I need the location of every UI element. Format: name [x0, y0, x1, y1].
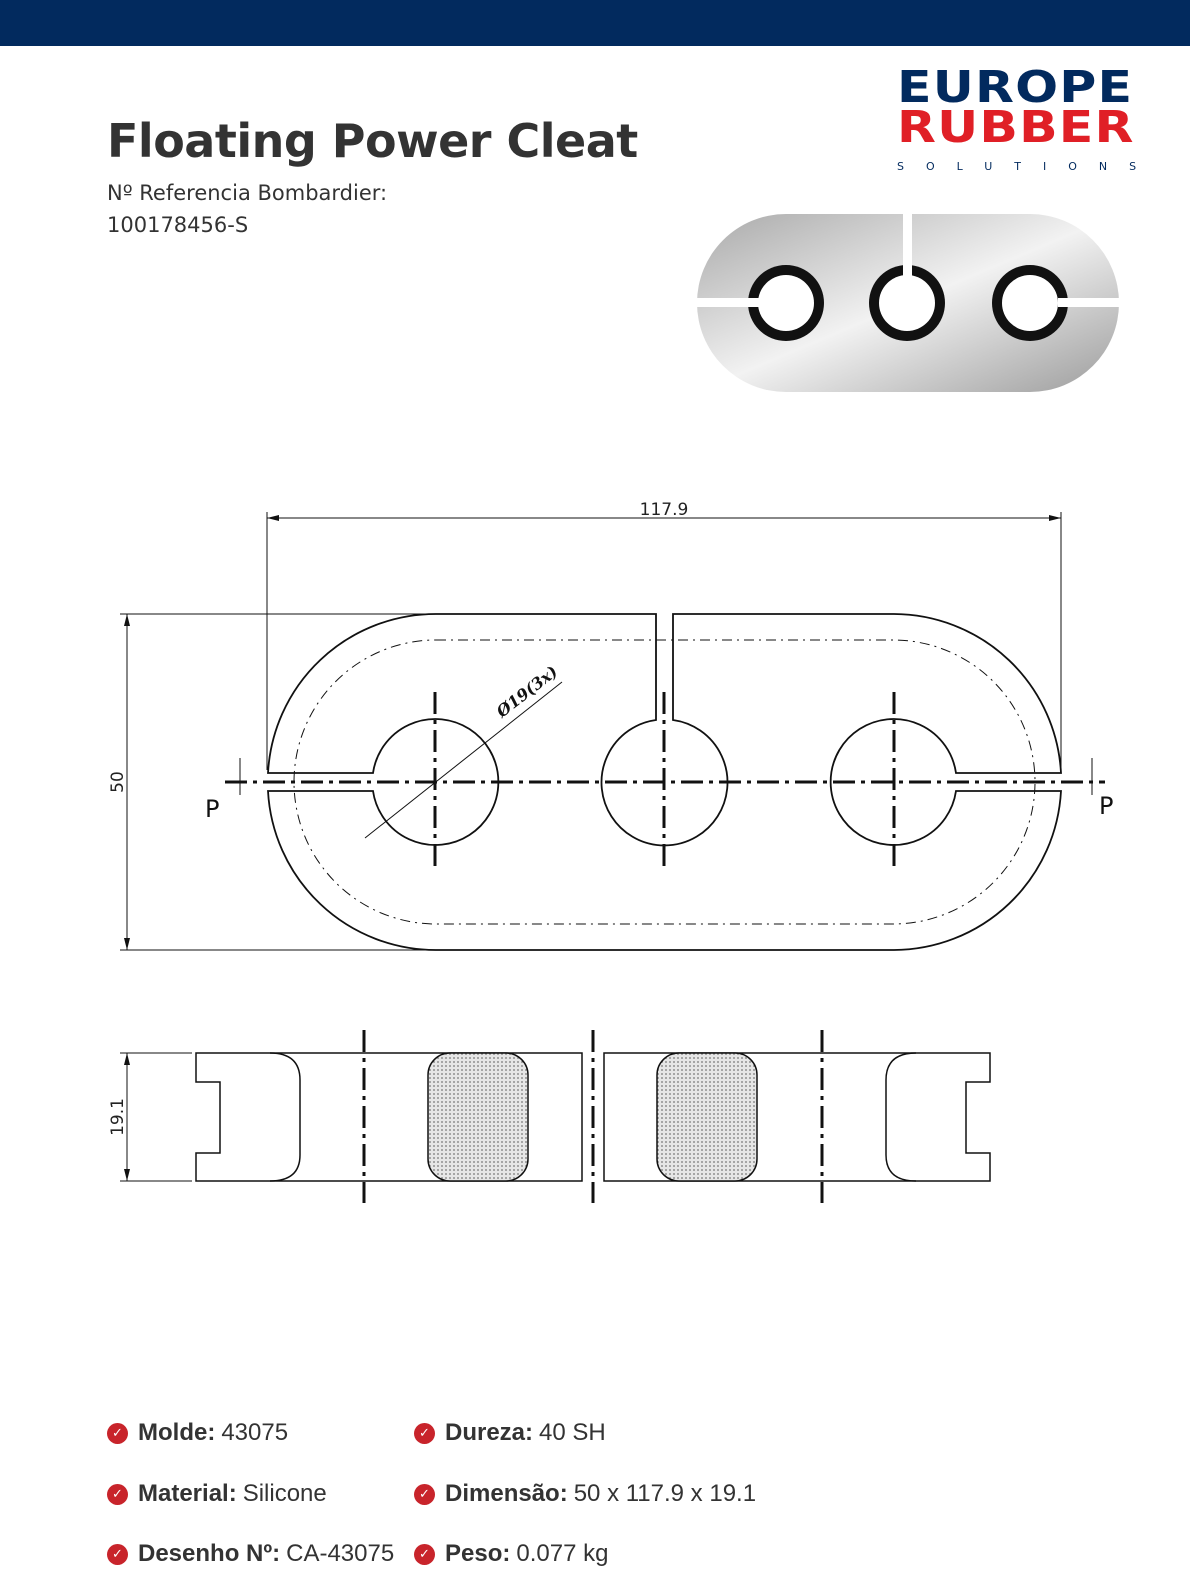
reference: Nº Referencia Bombardier: 100178456-S [107, 177, 387, 241]
spec-peso: ✓ Peso:0.077 kg [414, 1540, 608, 1568]
spec-value: 50 x 117.9 x 19.1 [573, 1480, 757, 1507]
spec-value: 40 SH [539, 1419, 606, 1446]
spec-label: Desenho Nº: [138, 1540, 281, 1567]
spec-value: 43075 [221, 1419, 289, 1446]
check-icon: ✓ [107, 1483, 128, 1505]
check-icon: ✓ [107, 1422, 128, 1444]
hole-dimension: Ø19(3x) [492, 662, 561, 722]
spec-label: Material: [138, 1480, 237, 1507]
spec-label: Molde: [138, 1419, 216, 1446]
logo-line2: RUBBER [897, 102, 1135, 153]
spec-label: Peso: [445, 1540, 511, 1567]
spec-value: 0.077 kg [516, 1540, 609, 1567]
check-icon: ✓ [414, 1483, 435, 1505]
reference-label: Nº Referencia Bombardier: [107, 181, 388, 205]
section-label-right: P [1099, 792, 1113, 820]
spec-desenho: ✓ Desenho Nº:CA-43075 [107, 1540, 394, 1568]
thickness-dimension: 19.1 [108, 1098, 128, 1136]
top-bar [0, 0, 1190, 46]
width-dimension: 117.9 [640, 500, 689, 520]
reference-value: 100178456-S [107, 213, 249, 237]
logo-line3: SOLUTIONS [897, 160, 1159, 173]
top-view [120, 512, 1105, 951]
spec-label: Dureza: [445, 1419, 534, 1446]
side-view [120, 1030, 991, 1203]
spec-value: CA-43075 [286, 1540, 395, 1567]
company-logo: EUROPE RUBBER SOLUTIONS [897, 66, 1163, 174]
spec-value: Silicone [242, 1480, 327, 1507]
section-label-left: P [205, 795, 219, 823]
spec-label: Dimensão: [445, 1480, 568, 1507]
product-photo [697, 214, 1120, 392]
height-dimension: 50 [108, 771, 128, 793]
spec-material: ✓ Material:Silicone [107, 1480, 327, 1508]
page-title: Floating Power Cleat [107, 114, 638, 168]
check-icon: ✓ [414, 1543, 435, 1565]
check-icon: ✓ [107, 1543, 128, 1565]
logo-line1: EUROPE [897, 62, 1134, 113]
check-icon: ✓ [414, 1422, 435, 1444]
spec-dimensao: ✓ Dimensão:50 x 117.9 x 19.1 [414, 1480, 756, 1508]
spec-molde: ✓ Molde:43075 [107, 1419, 288, 1447]
spec-dureza: ✓ Dureza:40 SH [414, 1419, 606, 1447]
